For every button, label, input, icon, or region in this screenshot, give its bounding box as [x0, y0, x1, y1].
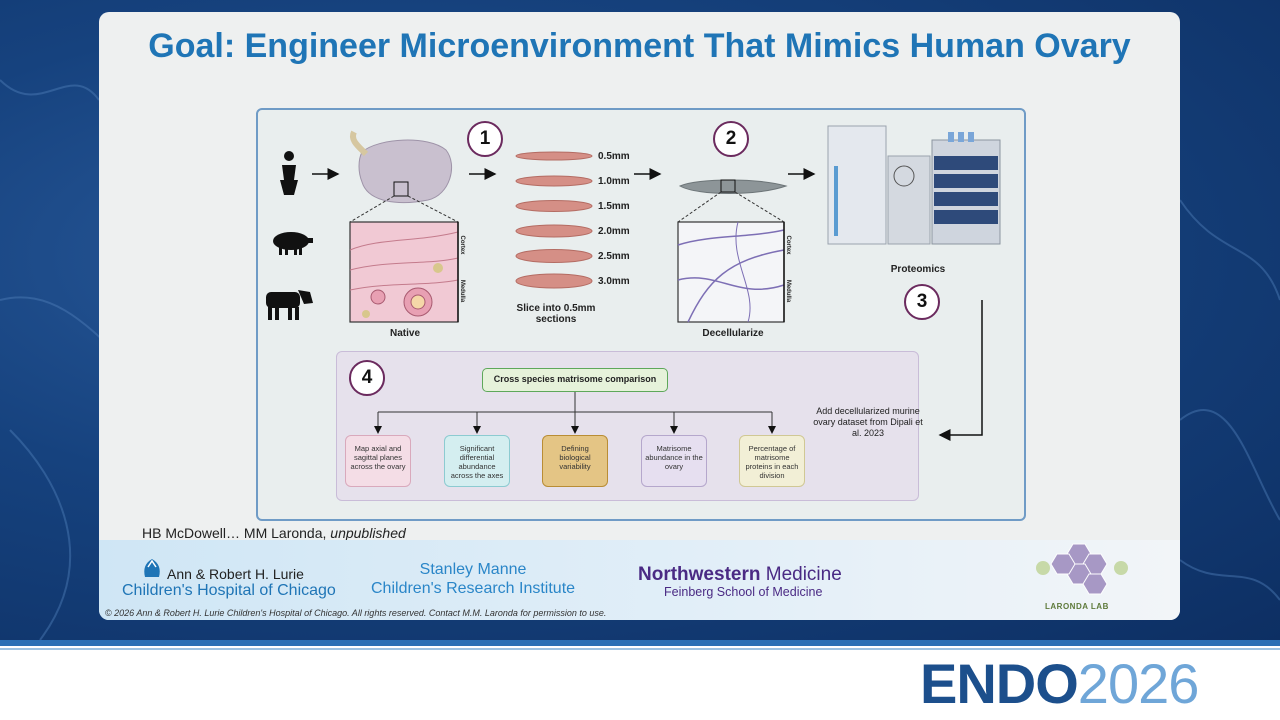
copyright-notice: © 2026 Ann & Robert H. Lurie Children's …: [105, 608, 607, 618]
citation-authors: HB McDowell… MM Laronda,: [142, 525, 327, 541]
slice-thickness-label: 2.0mm: [598, 226, 630, 237]
manne-line1: Stanley Manne: [419, 561, 527, 578]
decellularize-label: Decellularize: [702, 328, 764, 339]
bottom-accent-line: [0, 648, 1280, 650]
endo-year: 2026: [1077, 652, 1200, 715]
lurie-name: Ann & Robert H. Lurie: [167, 566, 304, 582]
step-4-badge: 4: [349, 360, 385, 396]
native-tissue-zoom: [349, 221, 459, 323]
analysis-box: Significant differential abundance acros…: [444, 435, 510, 487]
lurie-hospital: Children's Hospital of Chicago: [122, 582, 336, 599]
nm-bold: Northwestern: [638, 564, 761, 585]
slide-title: Goal: Engineer Microenvironment That Mim…: [148, 27, 1131, 65]
slice-label: Slice into 0.5mm sections: [516, 303, 596, 325]
laronda-lab-label: LARONDA LAB: [1045, 602, 1109, 611]
mass-spectrometer-illustration: [827, 125, 1001, 245]
step-3-badge: 3: [904, 284, 940, 320]
analysis-box: Matrisome abundance in the ovary: [641, 435, 707, 487]
native-ovary-illustration: [358, 139, 453, 204]
cortex-label: Cortex: [459, 235, 465, 255]
pig-icon: [273, 232, 313, 255]
step-1-badge: 1: [467, 121, 503, 157]
comparison-panel: 4 Cross species matrisome comparison Map…: [336, 351, 919, 501]
manne-institute: Stanley Manne Children's Research Instit…: [371, 560, 575, 598]
native-label: Native: [389, 328, 420, 339]
slice-thickness-label: 1.0mm: [598, 176, 630, 187]
slice-thickness-label: 3.0mm: [598, 276, 630, 287]
slice-sections: [515, 151, 593, 289]
bottom-accent-bar: [0, 640, 1280, 646]
slide: Goal: Engineer Microenvironment That Mim…: [99, 12, 1180, 620]
analysis-box: Percentage of matrisome proteins in each…: [739, 435, 805, 487]
proteomics-label: Proteomics: [890, 264, 946, 275]
citation-status: unpublished: [330, 525, 406, 541]
manne-line2: Children's Research Institute: [371, 580, 576, 597]
decell-tissue-zoom: [677, 221, 785, 323]
cortex-label: Cortex: [785, 235, 791, 255]
presentation-background: Goal: Engineer Microenvironment That Mim…: [0, 0, 1280, 640]
decellularized-slice: [678, 179, 788, 194]
northwestern-medicine-logo: Northwestern Medicine: [638, 564, 842, 586]
step-2-badge: 2: [713, 121, 749, 157]
endo-2026-logo: ENDO2026: [920, 652, 1200, 716]
analysis-box: Map axial and sagittal planes across the…: [345, 435, 411, 487]
workflow-figure: 1 2 3 0.5mm 1.0mm 1.5mm 2.0mm 2.5mm 3.0m…: [256, 108, 1026, 521]
lurie-logo-icon: [144, 559, 160, 577]
human-icon: [280, 151, 298, 195]
nm-rest: Medicine: [765, 564, 842, 585]
sponsor-footer: Ann & Robert H. Lurie Children's Hospita…: [99, 540, 1180, 620]
slice-thickness-label: 2.5mm: [598, 251, 630, 262]
medulla-label: Medulla: [459, 279, 465, 303]
feinberg-school: Feinberg School of Medicine: [664, 585, 823, 599]
slice-thickness-label: 0.5mm: [598, 151, 630, 162]
analysis-box: Defining biological variability: [542, 435, 608, 487]
citation: HB McDowell… MM Laronda, unpublished: [142, 525, 406, 541]
comparison-connectors: [374, 392, 776, 434]
laronda-lab-logo-icon: [1036, 543, 1128, 595]
mouse-dataset-note: Add decellularized murine ovary dataset …: [813, 406, 923, 438]
slice-thickness-label: 1.5mm: [598, 201, 630, 212]
endo-word: ENDO: [920, 652, 1079, 715]
medulla-label: Medulla: [785, 279, 791, 303]
comparison-title-box: Cross species matrisome comparison: [482, 368, 668, 392]
cow-icon: [266, 290, 313, 320]
